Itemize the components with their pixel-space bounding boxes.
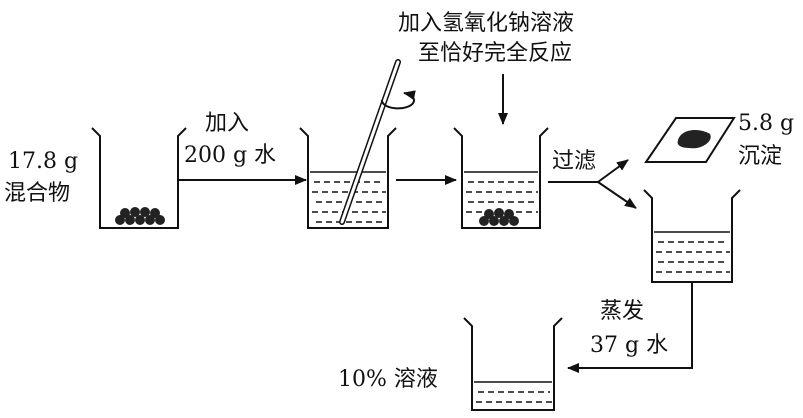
- beaker-mixture: [91, 127, 187, 229]
- arrow-to-filtrate: [597, 181, 637, 209]
- precipitate-particles: [479, 208, 519, 226]
- evaporate-label: 蒸发: [600, 299, 644, 324]
- beaker-final-solution: [463, 317, 563, 411]
- reaction-solution-dashes: [464, 171, 538, 213]
- add-label: 加入: [205, 111, 249, 136]
- naoh-label-line1: 加入氢氧化钠溶液: [398, 11, 574, 36]
- mixture-name-label: 混合物: [4, 181, 70, 206]
- filter-paper-with-precipitate: [644, 117, 736, 163]
- final-solution-dashes: [474, 381, 552, 403]
- precipitate-mass-label: 5.8 g: [738, 111, 794, 136]
- beaker-reaction: [453, 127, 549, 229]
- mixture-mass-label: 17.8 g: [8, 149, 78, 174]
- beaker-filtrate: [643, 189, 741, 283]
- evaporated-water-label: 37 g 水: [590, 333, 668, 358]
- arrow-evaporate: [567, 282, 693, 373]
- filtrate-dashes: [654, 231, 730, 273]
- arrow-to-precipitate: [597, 159, 629, 183]
- naoh-label-line2: 至恰好完全反应: [418, 41, 572, 66]
- final-solution-label: 10% 溶液: [338, 367, 438, 392]
- stirring-motion-icon: [381, 90, 416, 110]
- solid-particles: [115, 207, 165, 225]
- beaker-dissolving: [299, 59, 416, 229]
- precipitate-name-label: 沉淀: [738, 144, 782, 169]
- water-amount-label: 200 g 水: [184, 143, 276, 168]
- filter-label: 过滤: [552, 149, 596, 174]
